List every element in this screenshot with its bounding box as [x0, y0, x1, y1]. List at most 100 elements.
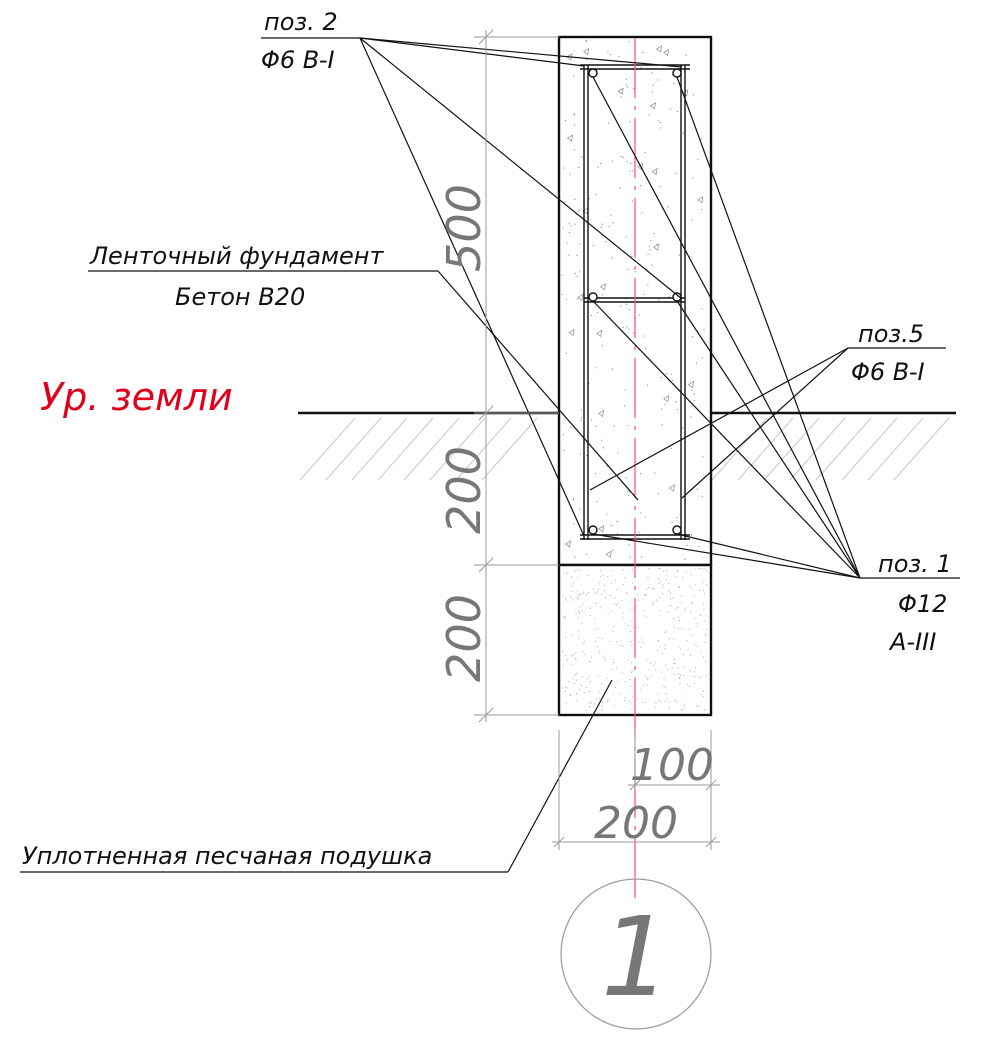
- sand-speck: [691, 601, 693, 603]
- concrete-speck: [580, 409, 582, 411]
- sand-speck: [669, 598, 672, 600]
- sand-speck: [703, 579, 705, 581]
- sand-speck: [583, 591, 585, 593]
- sand-speck: [677, 667, 679, 669]
- concrete-speck: [660, 127, 662, 129]
- concrete-speck: [645, 347, 647, 349]
- aggregate-mark: [668, 484, 676, 492]
- sand-speck: [631, 620, 633, 622]
- aggregate-mark: [663, 394, 670, 403]
- sand-speck: [627, 624, 629, 626]
- sand-speck: [578, 593, 580, 595]
- sand-speck: [567, 680, 569, 682]
- aggregate-mark: [655, 45, 663, 53]
- aggregate-mark: [596, 329, 603, 338]
- sand-speck: [664, 631, 666, 634]
- sand-speck: [578, 689, 580, 691]
- sand-speck: [607, 612, 609, 614]
- sand-speck: [660, 701, 662, 703]
- sand-speck: [705, 634, 707, 636]
- sand-speck: [690, 574, 692, 576]
- sand-speck: [702, 656, 704, 658]
- sand-speck: [652, 604, 654, 606]
- concrete-speck: [574, 223, 576, 225]
- sand-speck: [586, 686, 588, 688]
- concrete-speck: [601, 223, 603, 225]
- sand-speck: [588, 706, 591, 708]
- sand-speck: [638, 641, 640, 643]
- concrete-speck: [675, 172, 677, 174]
- sand-speck: [681, 709, 683, 711]
- concrete-speck: [573, 124, 576, 126]
- sand-speck: [571, 634, 573, 636]
- sand-speck: [595, 698, 597, 700]
- concrete-speck: [611, 257, 613, 259]
- aggregate-mark: [564, 540, 572, 548]
- sand-speck: [688, 686, 690, 688]
- concrete-speck: [625, 78, 627, 80]
- sand-speck: [643, 609, 645, 612]
- concrete-speck: [647, 384, 649, 386]
- sand-speck: [677, 673, 679, 675]
- dimension-height-below-ground: 200: [437, 446, 491, 534]
- concrete-speck: [573, 522, 575, 525]
- sand-speck: [599, 650, 601, 652]
- sand-speck: [577, 597, 579, 599]
- sand-speck: [647, 577, 649, 579]
- ground-level-label: Ур. земли: [40, 375, 233, 419]
- poz1-class: A-III: [888, 628, 936, 656]
- sand-speck: [658, 583, 660, 585]
- sand-speck: [599, 606, 601, 608]
- concrete-speck: [700, 138, 703, 140]
- sand-speck: [630, 644, 632, 646]
- concrete-speck: [628, 494, 630, 496]
- aggregate-mark: [617, 87, 624, 95]
- sand-speck: [596, 645, 598, 647]
- sand-speck: [691, 634, 693, 636]
- leader-lines: [20, 37, 960, 873]
- sand-speck: [566, 687, 568, 689]
- concrete-speck: [691, 219, 693, 221]
- sand-speck: [599, 583, 601, 585]
- concrete-speck: [573, 50, 575, 52]
- concrete-speck: [620, 96, 622, 98]
- concrete-speck: [570, 225, 572, 227]
- sand-speck: [702, 690, 705, 692]
- rebar-bar-sections: [588, 68, 682, 535]
- sand-speck: [628, 600, 630, 602]
- concrete-speck: [599, 162, 602, 165]
- sand-speck: [624, 681, 626, 683]
- concrete-speck: [643, 293, 645, 295]
- concrete-speck: [631, 255, 633, 258]
- sand-speck: [697, 677, 699, 679]
- sand-speck: [562, 650, 564, 652]
- sand-speck: [611, 610, 613, 612]
- sand-speck: [705, 661, 707, 663]
- sand-speck: [700, 651, 702, 653]
- concrete-speck: [654, 472, 656, 474]
- sand-speck: [621, 599, 623, 601]
- sand-speck: [576, 693, 578, 695]
- sand-speck: [702, 603, 704, 605]
- sand-speck: [678, 627, 680, 629]
- concrete-speck: [695, 362, 697, 364]
- concrete-speck: [579, 209, 581, 211]
- concrete-speck: [562, 434, 564, 436]
- concrete-speck: [595, 193, 597, 196]
- sand-speck: [615, 604, 617, 606]
- concrete-speck: [574, 198, 576, 200]
- concrete-speck: [626, 303, 628, 305]
- sand-speck: [585, 594, 588, 596]
- sand-speck: [575, 598, 577, 600]
- concrete-speck: [605, 513, 608, 515]
- sand-speck: [602, 574, 604, 576]
- sand-speck: [565, 598, 567, 600]
- concrete-speck: [572, 499, 574, 501]
- concrete-speck: [698, 545, 700, 547]
- sand-speck: [700, 676, 702, 678]
- sand-speck: [648, 586, 650, 588]
- sand-speck: [603, 656, 605, 658]
- sand-speck: [632, 609, 634, 611]
- sand-speck: [693, 595, 696, 597]
- sand-speck: [577, 590, 579, 592]
